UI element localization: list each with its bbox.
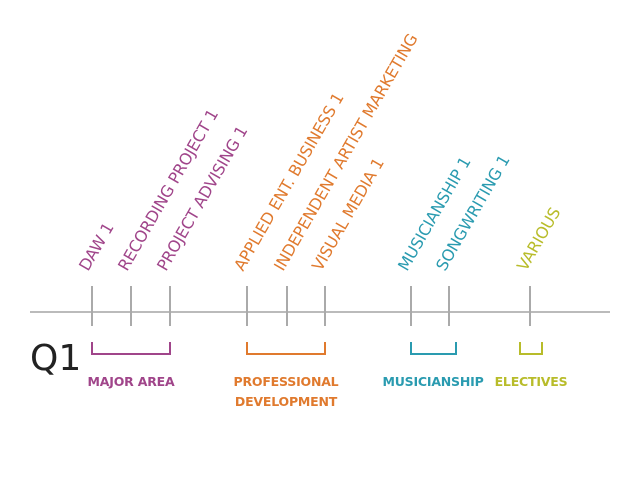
group-label: ELECTIVES — [495, 374, 568, 389]
group-bracket — [246, 342, 326, 355]
group-bracket — [91, 342, 171, 355]
group-bracket — [410, 342, 457, 355]
group-label: MAJOR AREA — [88, 374, 175, 389]
course-label: VARIOUS — [513, 204, 564, 274]
group-electives: VARIOUS ELECTIVES — [495, 204, 568, 389]
group-label: DEVELOPMENT — [235, 394, 338, 409]
group-label: PROFESSIONAL — [234, 374, 339, 389]
group-label: MUSICIANSHIP — [382, 374, 483, 389]
quarter-label: Q1 — [30, 338, 81, 379]
group-bracket — [519, 342, 543, 355]
course-label: DAW 1 — [75, 219, 118, 274]
course-label: INDEPENDENT ARTIST MARKETING — [270, 30, 422, 274]
